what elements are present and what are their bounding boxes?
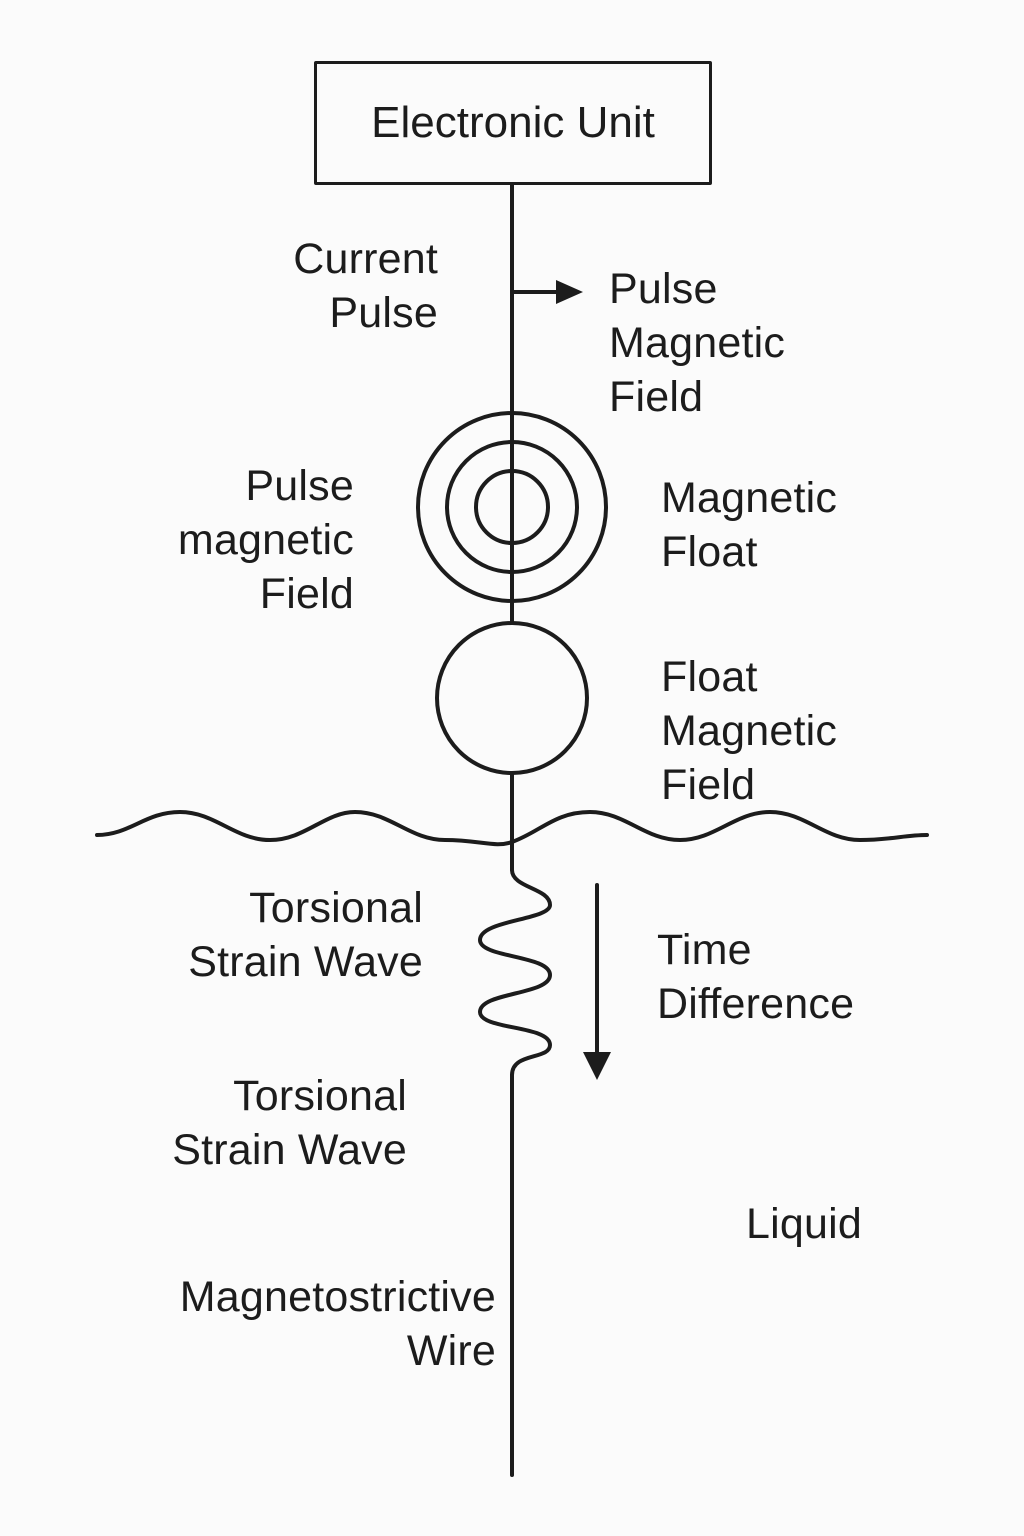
pulse-arrow-head-icon bbox=[556, 280, 583, 304]
torsional-strain-wave-coil bbox=[477, 868, 553, 1077]
pulse-magnetic-field-middle-ring bbox=[445, 440, 579, 574]
time-difference-arrow-head-icon bbox=[583, 1052, 611, 1080]
current-pulse-label: Current Pulse bbox=[293, 235, 438, 337]
pulse-magnetic-field-inner-ring bbox=[474, 469, 550, 545]
torsional-strain-wave-label-1: Torsional Strain Wave bbox=[188, 884, 423, 986]
electronic-unit-label: Electronic Unit bbox=[371, 98, 655, 147]
electronic-unit-box: Electronic Unit bbox=[314, 61, 712, 185]
liquid-label: Liquid bbox=[746, 1200, 862, 1248]
magnetic-float-label: Magnetic Float bbox=[661, 474, 838, 576]
float-magnetic-field-label: Float Magnetic Field bbox=[661, 653, 838, 809]
liquid-surface-wave bbox=[95, 809, 929, 847]
pulse-magnetic-field-left-label: Pulse magnetic Field bbox=[177, 462, 354, 618]
pulse-magnetic-field-right-label: Pulse Magnetic Field bbox=[609, 265, 786, 421]
magnetic-float-circle bbox=[435, 621, 589, 775]
magnetostrictive-wire-label: Magnetostrictive Wire bbox=[179, 1273, 496, 1375]
time-difference-label: Time Difference bbox=[657, 926, 855, 1028]
torsional-strain-wave-label-2: Torsional Strain Wave bbox=[172, 1072, 407, 1174]
pulse-magnetic-field-outer-ring bbox=[416, 411, 608, 603]
